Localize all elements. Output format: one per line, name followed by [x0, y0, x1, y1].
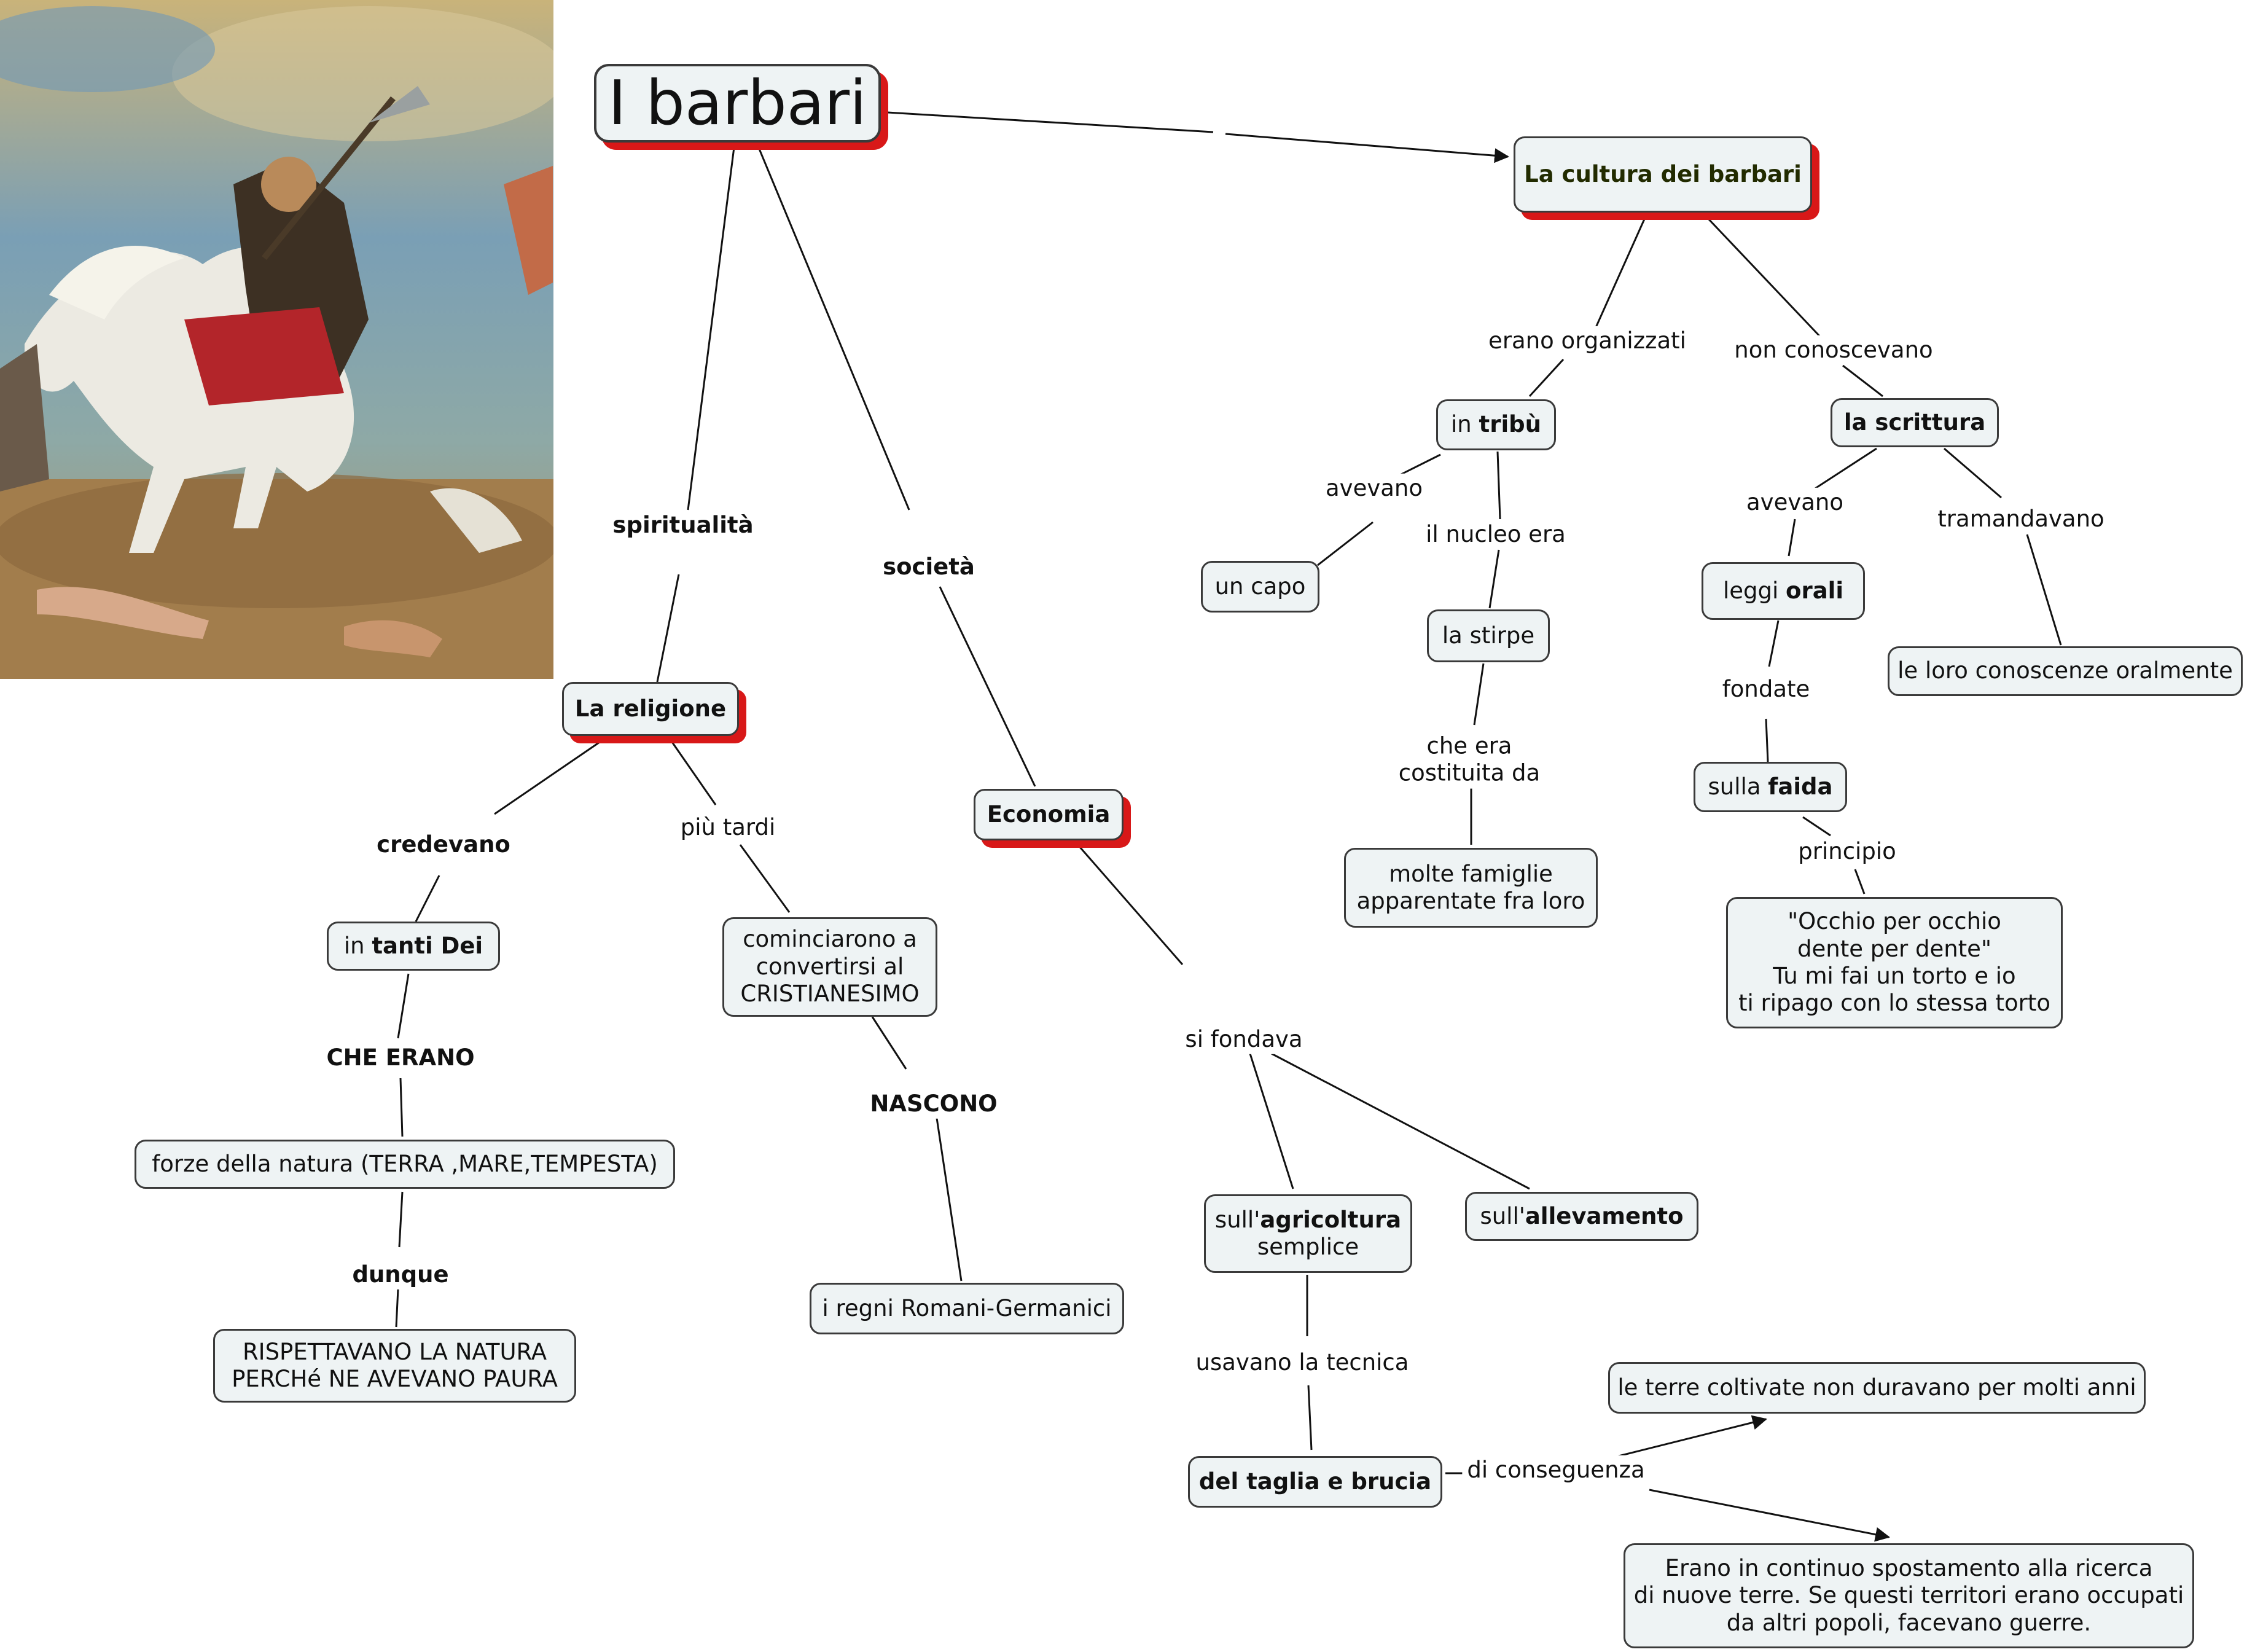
node-text-bold: orali	[1786, 577, 1844, 604]
node-forze-della-natura[interactable]: forze della natura (TERRA ,MARE,TEMPESTA…	[135, 1140, 675, 1189]
label-che-erano: CHE ERANO	[321, 1043, 480, 1073]
label-avevano-capo: avevano	[1321, 473, 1428, 504]
label-si-fondava: si fondava	[1180, 1024, 1308, 1055]
node-rispettavano-la-natura[interactable]: RISPETTAVANO LA NATURA PERCHé NE AVEVANO…	[213, 1329, 576, 1403]
node-text: in	[1451, 411, 1479, 438]
node-text: sull'	[1480, 1202, 1525, 1229]
label-avevano-leggi: avevano	[1741, 487, 1848, 518]
node-in-tanti-dei[interactable]: in tanti Dei	[327, 922, 500, 971]
node-text-bold: allevamento	[1525, 1202, 1684, 1229]
node-line: semplice	[1257, 1234, 1359, 1260]
node-agricoltura-semplice[interactable]: sull'agricoltura semplice	[1204, 1194, 1412, 1273]
label-nascono: NASCONO	[865, 1089, 1002, 1119]
node-conoscenze-oralmente[interactable]: le loro conoscenze oralmente	[1888, 646, 2243, 696]
node-text-bold: tribù	[1479, 411, 1541, 438]
node-text: leggi	[1722, 577, 1786, 604]
label-principio: principio	[1793, 836, 1901, 867]
node-continuo-spostamento[interactable]: Erano in continuo spostamento alla ricer…	[1624, 1543, 2194, 1648]
label-il-nucleo-era: il nucleo era	[1421, 519, 1571, 550]
node-text-bold: faida	[1768, 773, 1833, 800]
node-text-bold: tanti Dei	[372, 932, 483, 959]
node-terre-coltivate[interactable]: le terre coltivate non duravano per molt…	[1608, 1362, 2146, 1414]
node-cultura-dei-barbari[interactable]: La cultura dei barbari	[1514, 136, 1812, 213]
label-dunque: dunque	[347, 1259, 454, 1290]
node-line: sull'agricoltura	[1215, 1207, 1401, 1234]
label-usavano-la-tecnica: usavano la tecnica	[1190, 1347, 1414, 1378]
node-la-scrittura[interactable]: la scrittura	[1831, 398, 1999, 447]
label-non-conoscevano: non conoscevano	[1729, 335, 1938, 366]
label-spiritualita: spiritualità	[608, 510, 759, 541]
title-node[interactable]: I barbari	[594, 64, 881, 143]
label-tramandavano: tramandavano	[1932, 504, 2109, 534]
label-credevano: credevano	[372, 829, 515, 860]
node-text: sulla	[1708, 773, 1768, 800]
label-piu-tardi: più tardi	[675, 812, 781, 843]
label-erano-organizzati: erano organizzati	[1483, 326, 1691, 356]
label-fondate: fondate	[1717, 674, 1815, 705]
node-text-bold: agricoltura	[1260, 1206, 1402, 1233]
node-allevamento[interactable]: sull'allevamento	[1465, 1192, 1698, 1241]
node-taglia-e-brucia[interactable]: del taglia e brucia	[1188, 1456, 1442, 1508]
node-la-religione[interactable]: La religione	[562, 682, 739, 736]
node-cristianesimo[interactable]: cominciarono a convertirsi al CRISTIANES…	[722, 917, 937, 1017]
node-text: in	[343, 932, 372, 959]
node-un-capo[interactable]: un capo	[1201, 561, 1319, 613]
node-occhio-per-occhio[interactable]: "Occhio per occhio dente per dente" Tu m…	[1726, 897, 2063, 1028]
node-leggi-orali[interactable]: leggi orali	[1702, 562, 1865, 620]
label-di-conseguenza: di conseguenza	[1462, 1455, 1650, 1486]
label-societa: società	[878, 552, 980, 582]
node-in-tribu[interactable]: in tribù	[1436, 399, 1556, 450]
node-text: sull'	[1214, 1206, 1260, 1233]
node-la-stirpe[interactable]: la stirpe	[1427, 609, 1550, 662]
label-costituita-da: che era costituita da	[1393, 731, 1546, 789]
node-sulla-faida[interactable]: sulla faida	[1694, 762, 1847, 812]
node-regni-romani-germanici[interactable]: i regni Romani-Germanici	[810, 1283, 1124, 1334]
node-economia[interactable]: Economia	[974, 789, 1124, 840]
node-molte-famiglie[interactable]: molte famiglie apparentate fra loro	[1344, 848, 1598, 928]
painting-attila-image	[0, 0, 553, 679]
